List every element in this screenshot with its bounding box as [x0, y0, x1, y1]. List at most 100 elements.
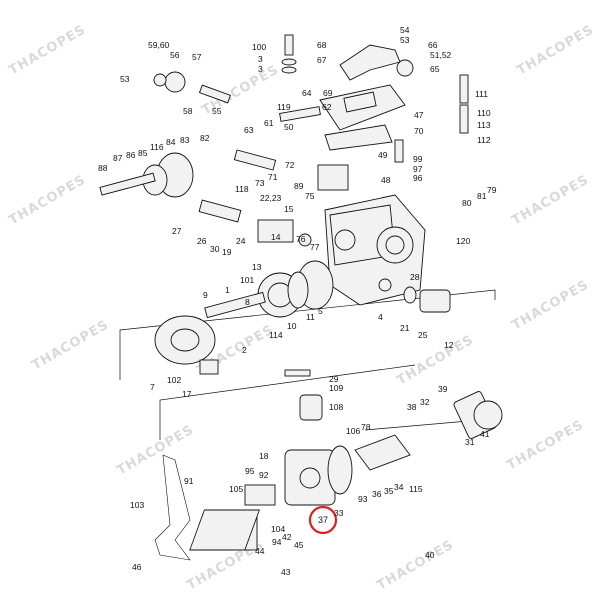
- part-label: 119: [277, 102, 291, 112]
- part-label: 15: [284, 204, 294, 214]
- part-label: 24: [236, 236, 246, 246]
- part-label: 43: [281, 567, 291, 577]
- part-label: 19: [222, 247, 232, 257]
- part-label: 91: [184, 476, 194, 486]
- part-label: 120: [456, 236, 470, 246]
- part-label: 116: [150, 142, 164, 152]
- part-label: 26: [197, 236, 207, 246]
- part-label: 38: [407, 402, 417, 412]
- part-label: 49: [378, 150, 388, 160]
- part-label: 88: [98, 163, 108, 173]
- part-label: 55: [212, 106, 222, 116]
- part-label: 36: [372, 489, 382, 499]
- part-label: 118: [235, 184, 249, 194]
- part-label: 92: [259, 470, 269, 480]
- part-label: 99: [413, 154, 423, 164]
- part-label: 70: [414, 126, 424, 136]
- part-label: 104: [271, 524, 285, 534]
- part-label: 4: [378, 312, 383, 322]
- part-label: 109: [329, 383, 343, 393]
- part-label: 103: [130, 500, 144, 510]
- part-label: 108: [329, 402, 343, 412]
- part-label: 95: [245, 466, 255, 476]
- part-label: 41: [480, 429, 490, 439]
- part-label: 100: [252, 42, 266, 52]
- part-label: 69: [323, 88, 333, 98]
- part-label: 97: [413, 164, 423, 174]
- part-label: 5: [318, 306, 323, 316]
- watermark: THACOPES: [115, 422, 197, 478]
- part-label: 31: [465, 437, 475, 447]
- part-label: 3: [258, 64, 263, 74]
- part-label: 96: [413, 173, 423, 183]
- part-label: 53: [400, 35, 410, 45]
- part-label: 82: [200, 133, 210, 143]
- part-label: 111: [475, 89, 488, 99]
- part-label: 40: [425, 550, 435, 560]
- part-label: 28: [410, 272, 420, 282]
- part-label: 42: [282, 532, 292, 542]
- highlighted-part-label: 37: [318, 515, 328, 525]
- part-label: 58: [183, 106, 193, 116]
- part-label: 65: [430, 64, 440, 74]
- part-label: 12: [444, 340, 454, 350]
- assembly-frames: [119, 289, 496, 440]
- part-label: 27: [172, 226, 182, 236]
- part-label: 44: [255, 546, 265, 556]
- part-label: 63: [244, 125, 254, 135]
- part-label: 29: [329, 374, 339, 384]
- watermark: THACOPES: [395, 332, 477, 388]
- part-label: 45: [294, 540, 304, 550]
- part-label: 76: [296, 234, 306, 244]
- watermark: THACOPES: [375, 537, 457, 593]
- part-label: 83: [180, 135, 190, 145]
- part-label: 66: [428, 40, 438, 50]
- watermark: THACOPES: [510, 172, 592, 228]
- part-label: 33: [334, 508, 344, 518]
- part-label: 71: [268, 172, 278, 182]
- part-label: 102: [167, 375, 181, 385]
- part-label: 8: [245, 297, 250, 307]
- part-label: 32: [420, 397, 430, 407]
- part-label: 7: [150, 382, 155, 392]
- part-label: 39: [438, 384, 448, 394]
- part-label: 10: [287, 321, 297, 331]
- governor-cover-parts: [281, 34, 469, 191]
- part-label: 21: [400, 323, 410, 333]
- part-label: 62: [322, 102, 332, 112]
- part-label: 25: [418, 330, 428, 340]
- part-label: 64: [302, 88, 312, 98]
- part-label: 112: [477, 135, 491, 145]
- part-label: 87: [113, 153, 123, 163]
- part-label: 93: [358, 494, 368, 504]
- part-label: 84: [166, 137, 176, 147]
- part-label: 2: [242, 345, 247, 355]
- part-label: 77: [310, 242, 320, 252]
- part-label: 53: [120, 74, 130, 84]
- watermark: THACOPES: [510, 277, 592, 333]
- part-label: 13: [252, 262, 262, 272]
- part-label: 11: [306, 312, 315, 322]
- part-label: 113: [477, 120, 491, 130]
- part-label: 73: [255, 178, 265, 188]
- part-label: 47: [414, 110, 424, 120]
- watermark: THACOPES: [7, 22, 89, 78]
- part-label: 34: [394, 482, 404, 492]
- drive-shaft: [154, 260, 451, 375]
- highlight-circle: [308, 505, 338, 535]
- part-label: 51,52: [430, 50, 452, 60]
- part-label: 54: [400, 25, 410, 35]
- part-label: 57: [192, 52, 202, 62]
- part-label: 75: [305, 191, 315, 201]
- part-label: 89: [294, 181, 304, 191]
- part-label: 9: [203, 290, 208, 300]
- part-label: 67: [317, 55, 327, 65]
- watermark: THACOPES: [515, 22, 597, 78]
- part-label: 1: [225, 285, 230, 295]
- part-label: 30: [210, 244, 220, 254]
- watermark: THACOPES: [505, 417, 587, 473]
- part-label: 78: [361, 422, 371, 432]
- part-label: 35: [384, 486, 394, 496]
- part-labels: 54 53 66 51,52 65 100 3 3 68 67 59,60 56…: [98, 25, 497, 577]
